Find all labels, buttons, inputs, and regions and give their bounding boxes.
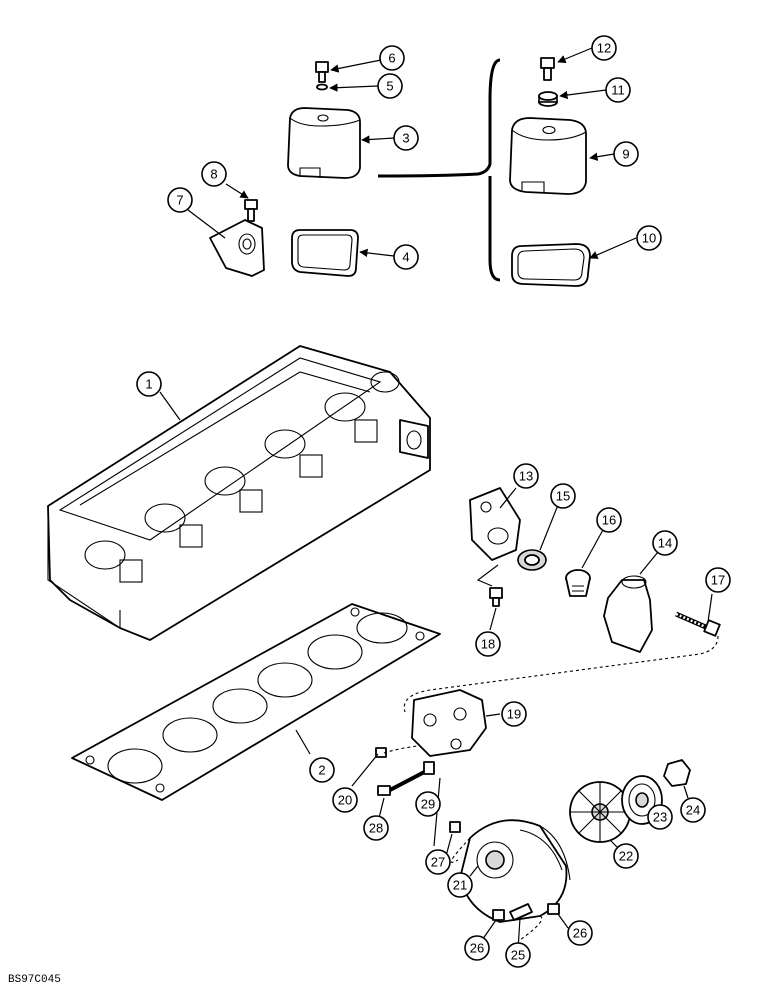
- callout-16: 16: [596, 507, 622, 533]
- svg-text:20: 20: [338, 793, 352, 808]
- callout-19: 19: [501, 701, 527, 727]
- svg-text:19: 19: [507, 707, 521, 722]
- bracket-part-7: [209, 219, 265, 277]
- link-dash: [519, 915, 543, 941]
- callout-14: 14: [652, 530, 678, 556]
- callout-8: 8: [201, 161, 227, 187]
- callout-5: 5: [377, 73, 403, 99]
- svg-text:12: 12: [597, 41, 611, 56]
- alternator-dash: [450, 837, 471, 863]
- svg-text:11: 11: [611, 83, 625, 98]
- housing-part-13: [469, 487, 521, 561]
- svg-text:6: 6: [388, 51, 395, 66]
- stud-part-27: [449, 821, 461, 833]
- spacer-part-29: [423, 761, 435, 775]
- water-outlet-part-14: [603, 575, 653, 653]
- svg-text:26: 26: [573, 926, 587, 941]
- svg-text:7: 7: [176, 193, 183, 208]
- callout-9: 9: [613, 141, 639, 167]
- bolt-part-12: [540, 57, 555, 81]
- figure-reference: BS97C045: [8, 974, 61, 986]
- svg-text:22: 22: [619, 849, 633, 864]
- svg-text:14: 14: [658, 536, 672, 551]
- callout-26-left: 26: [464, 935, 490, 961]
- callout-22: 22: [613, 843, 639, 869]
- bolt-18-route: [476, 564, 499, 587]
- bolt-path-17: [403, 635, 719, 713]
- svg-text:27: 27: [431, 855, 445, 870]
- svg-text:10: 10: [642, 231, 656, 246]
- callout-15: 15: [550, 483, 576, 509]
- bolt-part-26-left: [492, 909, 505, 921]
- svg-text:17: 17: [711, 573, 725, 588]
- callout-27: 27: [425, 849, 451, 875]
- callout-18: 18: [475, 631, 501, 657]
- callout-6: 6: [379, 45, 405, 71]
- svg-text:1: 1: [145, 377, 152, 392]
- bolt-part-18: [489, 587, 503, 607]
- bolt-part-8: [244, 199, 258, 222]
- svg-text:24: 24: [686, 803, 700, 818]
- bolt-part-20: [375, 745, 419, 758]
- alternative-bracket: [377, 58, 501, 282]
- callout-20: 20: [332, 787, 358, 813]
- callout-24: 24: [680, 797, 706, 823]
- gasket-part-10: [511, 243, 591, 287]
- callout-13: 13: [513, 463, 539, 489]
- svg-text:16: 16: [602, 513, 616, 528]
- svg-text:9: 9: [622, 147, 629, 162]
- cylinder-head-part-1: [47, 345, 431, 641]
- alternator-part-21: [459, 819, 571, 923]
- svg-text:15: 15: [556, 489, 570, 504]
- seal-part-15: [517, 549, 547, 571]
- callout-2: 2: [309, 757, 335, 783]
- svg-text:29: 29: [421, 797, 435, 812]
- svg-text:26: 26: [470, 941, 484, 956]
- callout-25: 25: [505, 942, 531, 968]
- callout-23: 23: [647, 804, 673, 830]
- washer-part-5: [316, 83, 328, 91]
- callout-1: 1: [136, 371, 162, 397]
- svg-text:25: 25: [511, 948, 525, 963]
- grommet-part-11: [538, 91, 558, 107]
- callout-3: 3: [393, 125, 419, 151]
- bolt-part-17: [674, 611, 721, 637]
- leader-lines: [159, 47, 713, 951]
- svg-text:18: 18: [481, 637, 495, 652]
- svg-text:21: 21: [453, 878, 467, 893]
- svg-text:5: 5: [386, 79, 393, 94]
- bolt-part-6: [315, 61, 329, 83]
- gasket-part-4: [291, 229, 359, 277]
- callout-29: 29: [415, 791, 441, 817]
- bolt-part-26-right: [547, 903, 560, 915]
- fan-part-22: [569, 781, 631, 843]
- callout-12: 12: [591, 35, 617, 61]
- cover-part-3: [287, 107, 361, 179]
- svg-text:28: 28: [369, 821, 383, 836]
- callout-26-right: 26: [567, 920, 593, 946]
- callout-21: 21: [447, 872, 473, 898]
- callout-28: 28: [363, 815, 389, 841]
- svg-text:8: 8: [210, 167, 217, 182]
- svg-text:2: 2: [318, 763, 325, 778]
- svg-text:23: 23: [653, 810, 667, 825]
- mounting-bracket-part-19: [411, 689, 487, 757]
- link-part-25: [509, 903, 533, 921]
- callout-10: 10: [636, 225, 662, 251]
- callout-17: 17: [705, 567, 731, 593]
- nut-part-24: [663, 759, 691, 787]
- callout-7: 7: [167, 187, 193, 213]
- cover-part-9: [509, 117, 587, 195]
- svg-text:3: 3: [402, 131, 409, 146]
- callout-4: 4: [393, 244, 419, 270]
- head-gasket-part-2: [71, 603, 441, 801]
- svg-text:13: 13: [519, 469, 533, 484]
- callout-11: 11: [605, 77, 631, 103]
- thermostat-part-16: [565, 569, 591, 597]
- svg-text:4: 4: [402, 250, 409, 265]
